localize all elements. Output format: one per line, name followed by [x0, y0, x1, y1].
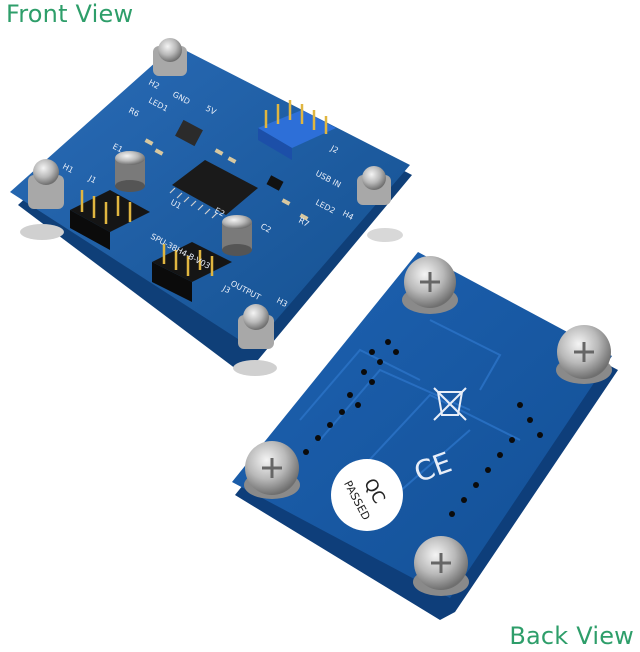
silk-j2: J2 — [328, 143, 340, 155]
header-j1 — [70, 190, 150, 250]
back-view-label: Back View — [509, 622, 634, 650]
inductor — [175, 119, 203, 147]
qc-passed-sticker: QC PASSED — [331, 459, 403, 531]
silk-e2: E2 — [213, 206, 226, 219]
solder-pads — [303, 339, 543, 517]
back-screw-left — [244, 441, 300, 499]
back-screw-right — [556, 325, 612, 384]
silk-e1: E1 — [111, 142, 124, 155]
back-board-surface — [232, 252, 612, 598]
silk-r7: R7 — [297, 216, 311, 229]
silk-r6: R6 — [127, 106, 141, 119]
header-j3-output — [152, 242, 232, 302]
front-view-label: Front View — [6, 0, 134, 28]
pcb-traces — [299, 319, 521, 501]
back-screw-bottom — [413, 536, 469, 596]
front-board: SPU-38H4-B-V03 USB IN OUTPUT LED1 LED2 H… — [10, 38, 412, 376]
back-board: QC PASSED CE — [232, 252, 618, 620]
back-screw-top — [402, 256, 458, 314]
screw-h3 — [238, 304, 274, 349]
capacitor-e2 — [222, 215, 252, 256]
silk-j1: J1 — [86, 173, 98, 185]
silk-c2: C2 — [259, 222, 273, 235]
header-j2-usb-in — [258, 100, 336, 160]
screw-h2 — [153, 38, 187, 76]
capacitor-e1 — [115, 151, 145, 192]
transistor — [266, 175, 284, 191]
screw-h1 — [28, 159, 64, 209]
ic-chip-u1 — [172, 160, 258, 215]
screw-h4 — [357, 166, 391, 205]
silk-j3: J3 — [220, 283, 232, 295]
weee-bin-icon — [433, 387, 467, 421]
smd-components — [144, 138, 309, 221]
